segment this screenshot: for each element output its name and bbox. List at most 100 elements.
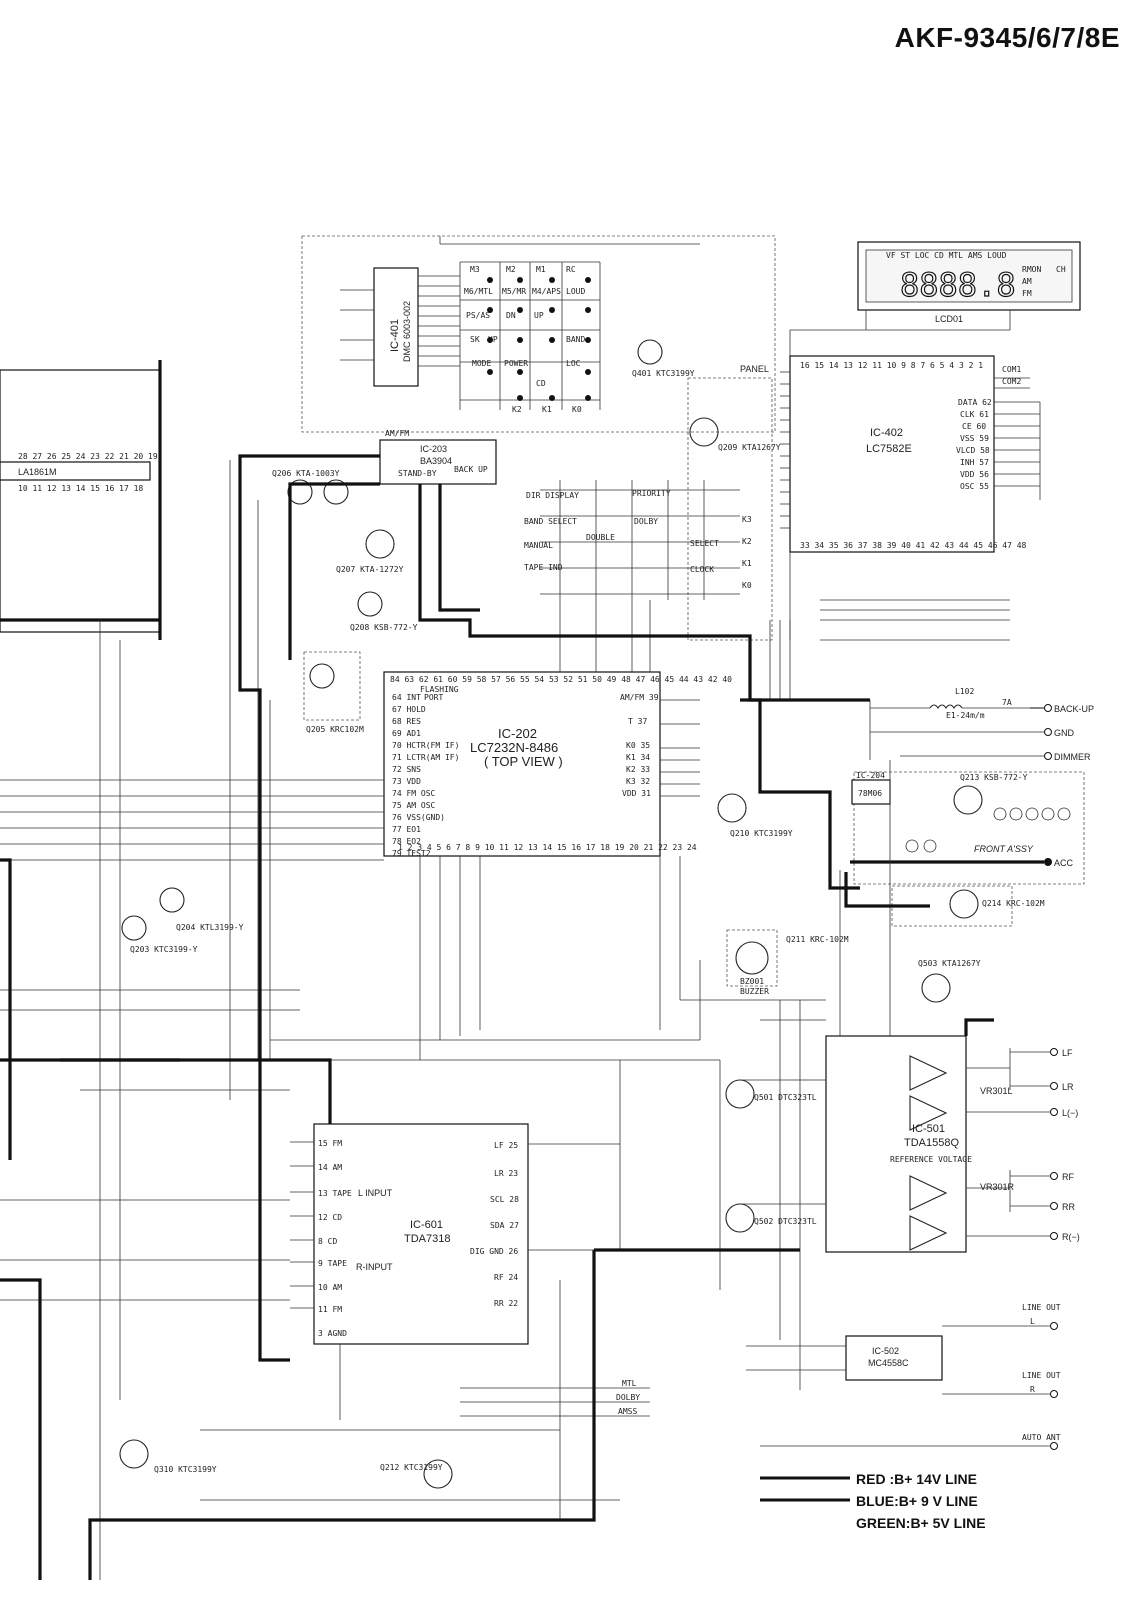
ic204-part: 78M06 — [858, 789, 882, 798]
dimmer-connector: DIMMER — [1054, 752, 1091, 762]
ic502-chip — [845, 1335, 943, 1381]
ic502-ref: IC-502 — [872, 1346, 899, 1356]
front-assy-label: FRONT A'SSY — [974, 844, 1034, 854]
svg-text:K0 35: K0 35 — [626, 741, 650, 750]
ic402-part: LC7582E — [866, 443, 912, 455]
svg-text:K2: K2 — [512, 405, 522, 414]
svg-text:8 CD: 8 CD — [318, 1237, 337, 1246]
svg-text:3 AGND: 3 AGND — [318, 1329, 347, 1338]
ic202-part: LC7232N-8486 — [470, 740, 558, 755]
lcd-ch: CH — [1056, 265, 1066, 274]
ic601-right-pins: LF 25 LR 23 SCL 28 SDA 27 DIG GND 26 RF … — [470, 1141, 519, 1308]
ic601-left-pins: 15 FM 14 AM 13 TAPE 12 CD 8 CD 9 TAPE 10… — [318, 1139, 352, 1338]
lcd-panel — [865, 249, 1073, 303]
panel-outline — [687, 377, 773, 641]
l-minus-connector: L(−) — [1062, 1108, 1078, 1118]
ic601-ref: IC-601 — [410, 1219, 443, 1231]
svg-text:DOUBLE: DOUBLE — [586, 533, 615, 542]
q501-transistor — [725, 1079, 755, 1109]
q208-label: Q208 KSB-772-Y — [350, 623, 418, 632]
svg-text:76 VSS(GND): 76 VSS(GND) — [392, 813, 445, 822]
ic601-l-input: L INPUT — [358, 1188, 393, 1198]
q214-label: Q214 KRC-102M — [982, 899, 1045, 908]
q209-label: Q209 KTA1267Y — [718, 443, 781, 452]
svg-text:M2: M2 — [506, 265, 516, 274]
line-out-l-title: LINE OUT — [1022, 1303, 1061, 1312]
svg-text:CLK 61: CLK 61 — [960, 410, 989, 419]
lcd-am: AM — [1022, 277, 1032, 286]
svg-text:74 FM OSC: 74 FM OSC — [392, 789, 436, 798]
page-title: AKF-9345/6/7/8E — [894, 22, 1120, 53]
q203-transistor — [121, 915, 147, 941]
svg-text:69 AD1: 69 AD1 — [392, 729, 421, 738]
q310-transistor — [119, 1439, 149, 1469]
q206-label: Q206 KTA-1003Y — [272, 469, 340, 478]
la1861m-outline — [0, 369, 161, 633]
line-out-r-title: LINE OUT — [1022, 1371, 1061, 1380]
l102-label: L102 — [955, 687, 974, 696]
power-lines — [0, 454, 994, 1580]
ic203-backup: BACK UP — [454, 465, 488, 474]
q401-transistor — [637, 339, 663, 365]
ic203-part: BA3904 — [420, 456, 452, 466]
ic601-chip — [313, 1123, 529, 1345]
lf-connector: LF — [1062, 1048, 1073, 1058]
la1861m-pins-top: 28 27 26 25 24 23 22 21 20 19 — [18, 452, 158, 461]
svg-text:78 EO2: 78 EO2 — [392, 837, 421, 846]
svg-text:T 37: T 37 — [628, 717, 647, 726]
lcd-digits: 8888.8 — [900, 266, 1016, 304]
svg-text:73 VDD: 73 VDD — [392, 777, 421, 786]
q208-transistor — [357, 591, 383, 617]
svg-text:64 INT: 64 INT — [392, 693, 421, 702]
com2-label: COM2 — [1002, 377, 1021, 386]
buzzer-outline — [726, 929, 778, 987]
svg-text:PRIORITY: PRIORITY — [632, 489, 671, 498]
svg-text:CD: CD — [536, 379, 546, 388]
line-out-r: R — [1030, 1385, 1035, 1394]
svg-text:M5/MR: M5/MR — [502, 287, 526, 296]
svg-text:VLCD 58: VLCD 58 — [956, 446, 990, 455]
front-assy-leds — [905, 807, 1071, 853]
dolby-label: DOLBY — [616, 1393, 640, 1402]
bz001-label: BZ001 — [740, 977, 764, 986]
q213-transistor — [953, 785, 983, 815]
rf-connector: RF — [1062, 1172, 1074, 1182]
k2-label: K2 — [742, 537, 752, 546]
q205-outline — [303, 651, 361, 721]
lcd-ref: LCD01 — [935, 314, 963, 324]
back-up-connector: BACK-UP — [1054, 704, 1094, 714]
lcd-outline — [857, 241, 1081, 311]
q503-transistor — [921, 973, 951, 1003]
ic202-left-pins: 64 INT 67 HOLD 68 RES 69 AD1 70 HCTR(FM … — [392, 693, 459, 858]
svg-text:BAND: BAND — [566, 335, 585, 344]
q206b-transistor — [323, 479, 349, 505]
ic402-left-pins — [780, 371, 790, 529]
q205-transistor — [309, 663, 335, 689]
q210-label: Q210 KTC3199Y — [730, 829, 793, 838]
svg-text:TAPE IND: TAPE IND — [524, 563, 563, 572]
amss-label: AMSS — [618, 1407, 637, 1416]
ic402-chip — [789, 355, 995, 553]
fuse-label: 7A — [1002, 698, 1012, 707]
key-matrix — [459, 261, 601, 410]
ic501-ref: IC-501 — [912, 1123, 945, 1135]
svg-text:PS/AS: PS/AS — [466, 311, 490, 320]
q204-transistor — [159, 887, 185, 913]
vr301r-label: VR301R — [980, 1182, 1015, 1192]
svg-text:DATA 62: DATA 62 — [958, 398, 992, 407]
buzzer-label: BUZZER — [740, 987, 769, 996]
q205-label: Q205 KRC102M — [306, 725, 364, 734]
svg-text:70 HCTR(FM IF): 70 HCTR(FM IF) — [392, 741, 459, 750]
ic401-part: DMC 6003-002 — [402, 301, 412, 362]
ic501-amplifiers — [909, 1055, 948, 1251]
svg-text:11 FM: 11 FM — [318, 1305, 342, 1314]
svg-text:13 TAPE: 13 TAPE — [318, 1189, 352, 1198]
q212-transistor — [423, 1459, 453, 1489]
q203-label: Q203 KTC3199-Y — [130, 945, 198, 954]
ic502-part: MC4558C — [868, 1358, 909, 1368]
ic203-chip — [379, 439, 497, 485]
lcd-rmon: RMON — [1022, 265, 1041, 274]
svg-text:RR 22: RR 22 — [494, 1299, 518, 1308]
svg-text:K1 34: K1 34 — [626, 753, 650, 762]
svg-text:68 RES: 68 RES — [392, 717, 421, 726]
